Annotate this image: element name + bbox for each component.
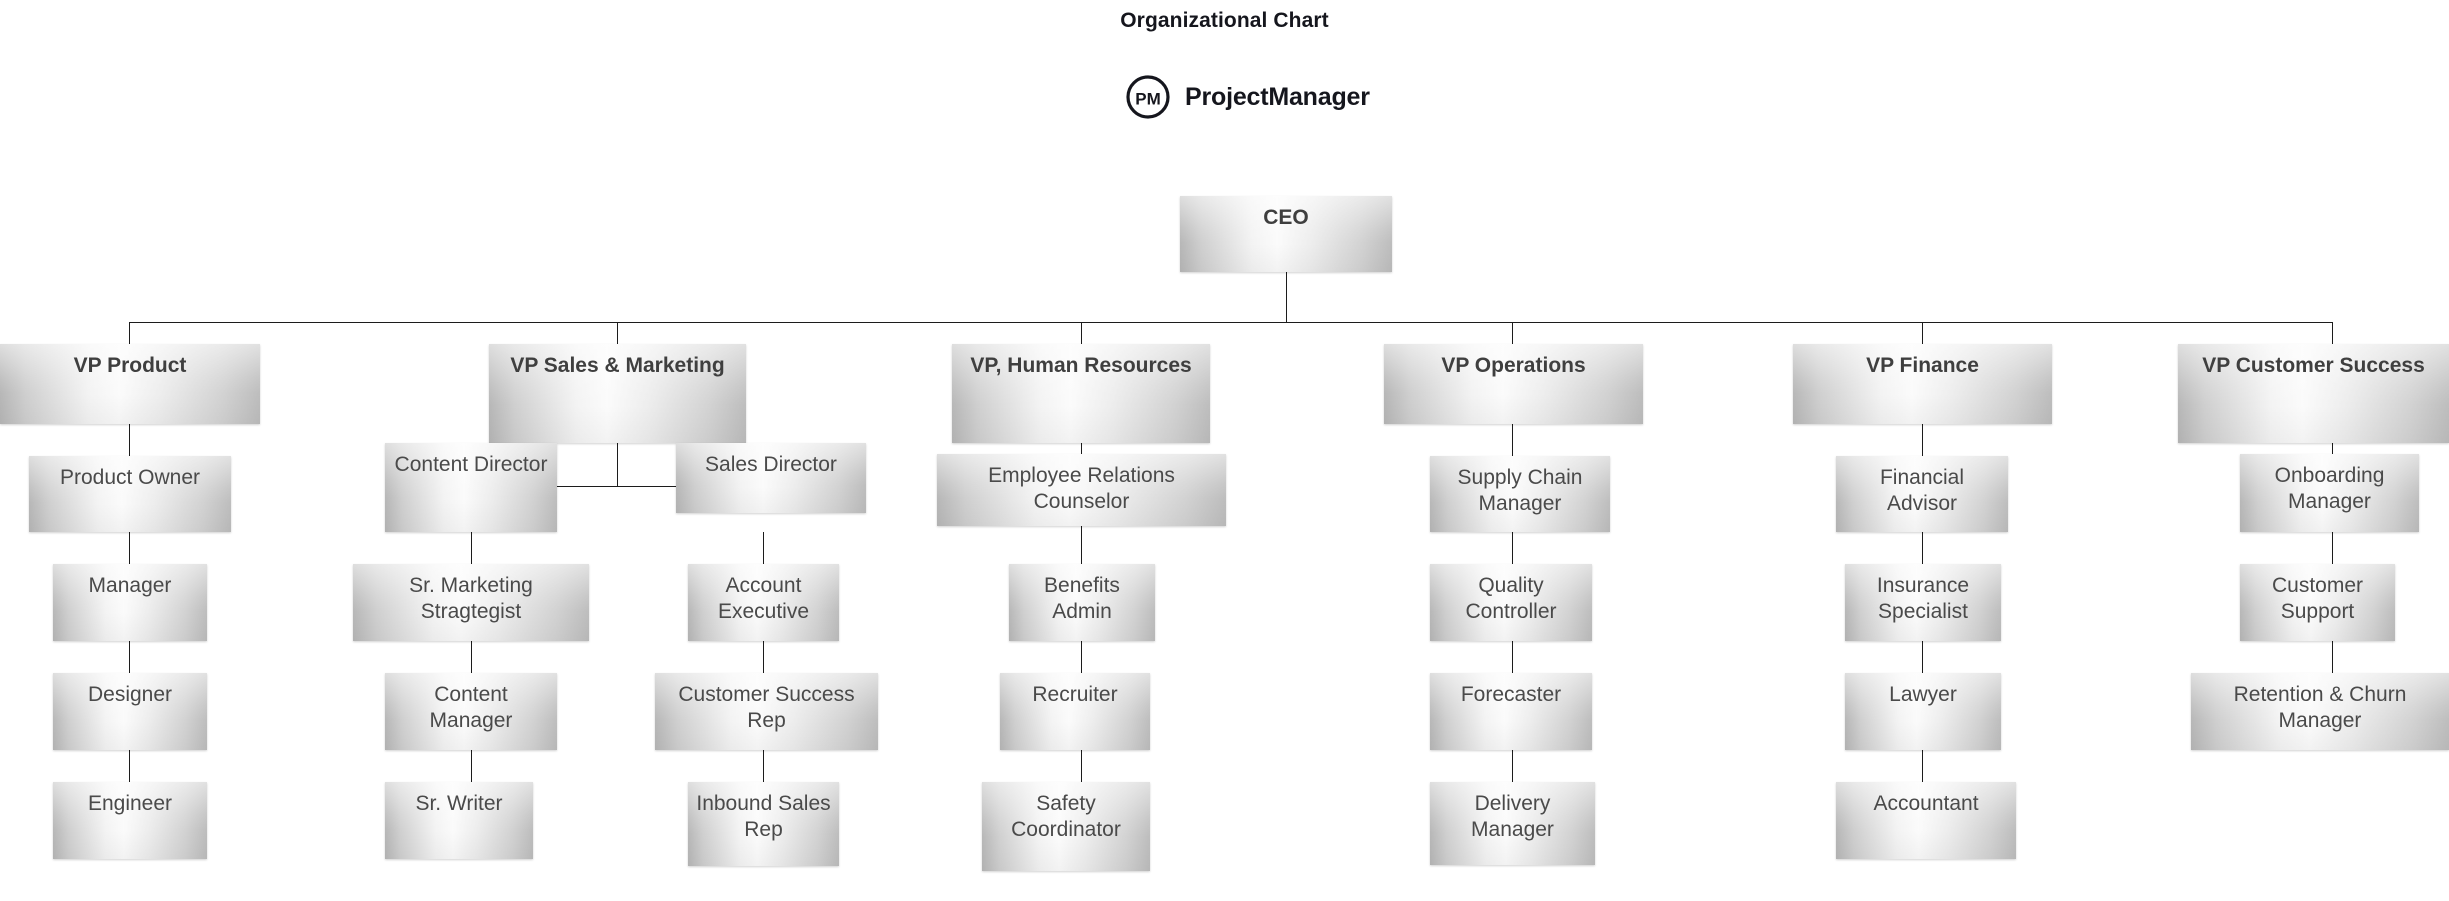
node-vp-finance[interactable]: VP Finance xyxy=(1793,344,2052,424)
node-product-owner[interactable]: Product Owner xyxy=(29,456,231,532)
node-engineer[interactable]: Engineer xyxy=(53,782,207,859)
node-forecaster[interactable]: Forecaster xyxy=(1430,673,1592,750)
connector-vpproduct-productowner xyxy=(129,424,130,456)
node-content-director[interactable]: Content Director xyxy=(385,443,557,532)
connector-vpops-supplychain xyxy=(1512,424,1513,456)
node-delivery-manager[interactable]: Delivery Manager xyxy=(1430,782,1595,865)
brand-name: ProjectManager xyxy=(1185,82,1370,111)
node-designer[interactable]: Designer xyxy=(53,673,207,750)
node-retention-churn-manager[interactable]: Retention & Churn Manager xyxy=(2191,673,2449,750)
connector-designer-engineer xyxy=(129,750,130,782)
node-vp-customer-success[interactable]: VP Customer Success xyxy=(2178,344,2449,443)
connector-drop-vp-product xyxy=(129,322,130,344)
node-recruiter[interactable]: Recruiter xyxy=(1000,673,1150,750)
connector-vphr-ercounselor xyxy=(1081,443,1082,454)
connector-accountexec-csrep xyxy=(763,641,764,673)
connector-benefits-recruiter xyxy=(1081,641,1082,673)
connector-manager-designer xyxy=(129,641,130,673)
connector-drop-vp-sales xyxy=(617,322,618,344)
connector-onboarding-support xyxy=(2332,532,2333,564)
pm-circle-logo-icon: PM xyxy=(1126,75,1170,119)
node-ceo[interactable]: CEO xyxy=(1180,196,1392,272)
node-vp-sales-marketing[interactable]: VP Sales & Marketing xyxy=(489,344,746,443)
page-title: Organizational Chart xyxy=(1120,9,1329,32)
svg-text:PM: PM xyxy=(1135,90,1161,109)
connector-salesdirector-accountexec xyxy=(763,532,764,564)
node-quality-controller[interactable]: Quality Controller xyxy=(1430,564,1592,641)
node-insurance-specialist[interactable]: Insurance Specialist xyxy=(1845,564,2001,641)
node-vp-hr[interactable]: VP, Human Resources xyxy=(952,344,1210,443)
connector-support-retention xyxy=(2332,641,2333,673)
node-vp-operations[interactable]: VP Operations xyxy=(1384,344,1643,424)
node-customer-support[interactable]: Customer Support xyxy=(2240,564,2395,641)
connector-drop-vp-finance xyxy=(1922,322,1923,344)
connector-lawyer-accountant xyxy=(1922,750,1923,782)
connector-vpsales-stem xyxy=(617,443,618,486)
connector-vpcs-onboarding xyxy=(2332,443,2333,454)
connector-vpsales-split-bus xyxy=(554,486,680,487)
node-manager[interactable]: Manager xyxy=(53,564,207,641)
node-lawyer[interactable]: Lawyer xyxy=(1845,673,2001,750)
node-sales-director[interactable]: Sales Director xyxy=(676,443,866,513)
node-employee-relations-counselor[interactable]: Employee Relations Counselor xyxy=(937,454,1226,526)
node-sr-writer[interactable]: Sr. Writer xyxy=(385,782,533,859)
connector-drop-vp-customer-success xyxy=(2332,322,2333,344)
connector-forecaster-delivery xyxy=(1512,750,1513,782)
node-onboarding-manager[interactable]: Onboarding Manager xyxy=(2240,454,2419,532)
connector-contentdirector-srmarketing xyxy=(471,532,472,564)
connector-recruiter-safety xyxy=(1081,750,1082,782)
connector-ceo-stem xyxy=(1286,272,1287,322)
node-inbound-sales-rep[interactable]: Inbound Sales Rep xyxy=(688,782,839,866)
node-supply-chain-manager[interactable]: Supply Chain Manager xyxy=(1430,456,1610,532)
connector-advisor-insurance xyxy=(1922,532,1923,564)
node-content-manager[interactable]: Content Manager xyxy=(385,673,557,750)
connector-srmarketing-contentmanager xyxy=(471,641,472,673)
connector-drop-vp-hr xyxy=(1081,322,1082,344)
node-accountant[interactable]: Accountant xyxy=(1836,782,2016,859)
connector-vpfinance-advisor xyxy=(1922,424,1923,456)
node-financial-advisor[interactable]: Financial Advisor xyxy=(1836,456,2008,532)
connector-quality-forecaster xyxy=(1512,641,1513,673)
node-account-executive[interactable]: Account Executive xyxy=(688,564,839,641)
node-vp-product[interactable]: VP Product xyxy=(0,344,260,424)
brand-lockup: PM ProjectManager xyxy=(1125,74,1370,120)
node-sr-marketing-stragtegist[interactable]: Sr. Marketing Stragtegist xyxy=(353,564,589,641)
connector-insurance-lawyer xyxy=(1922,641,1923,673)
connector-csrep-inboundsales xyxy=(763,750,764,782)
connector-drop-vp-operations xyxy=(1512,322,1513,344)
connector-contentmanager-srwriter xyxy=(471,750,472,782)
node-safety-coordinator[interactable]: Safety Coordinator xyxy=(982,782,1150,871)
connector-vp-bus xyxy=(129,322,2332,323)
node-customer-success-rep[interactable]: Customer Success Rep xyxy=(655,673,878,750)
connector-productowner-manager xyxy=(129,532,130,564)
connector-ercounselor-benefits xyxy=(1081,526,1082,564)
connector-supplychain-quality xyxy=(1512,532,1513,564)
node-benefits-admin[interactable]: Benefits Admin xyxy=(1009,564,1155,641)
